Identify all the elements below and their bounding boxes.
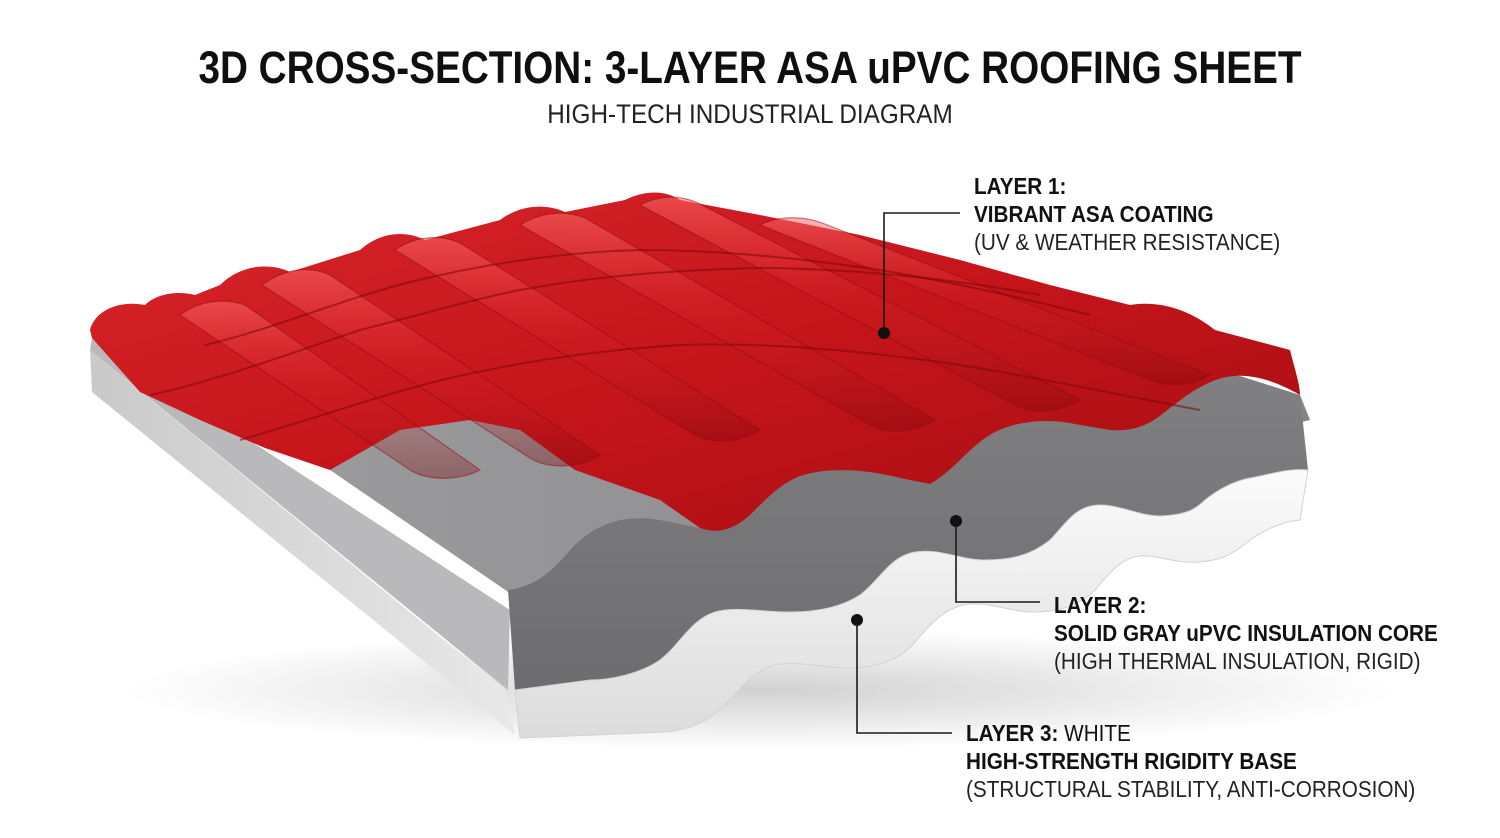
layer-1-label: LAYER 1: VIBRANT ASA COATING (UV & WEATH… xyxy=(974,172,1280,256)
base-left-edge xyxy=(90,350,515,735)
layer-3-label: LAYER 3: WHITE HIGH-STRENGTH RIGIDITY BA… xyxy=(966,719,1415,803)
layer-2-name: SOLID GRAY uPVC INSULATION CORE xyxy=(1054,620,1438,646)
layer-1-heading: LAYER 1: xyxy=(974,173,1067,199)
leader-line-layer-2 xyxy=(955,521,1040,603)
layer-1-detail: (UV & WEATHER RESISTANCE) xyxy=(974,229,1281,255)
layer-2-heading: LAYER 2: xyxy=(1054,592,1147,618)
asa-coating-surface xyxy=(90,192,1300,531)
layer-2-detail: (HIGH THERMAL INSULATION, RIGID) xyxy=(1054,648,1421,674)
layer-1-name: VIBRANT ASA COATING xyxy=(974,201,1214,227)
leader-lines xyxy=(856,212,1040,734)
diagram-title: 3D CROSS-SECTION: 3-LAYER ASA uPVC ROOFI… xyxy=(198,42,1302,93)
core-left-edge xyxy=(90,338,510,690)
marker-dot-layer-2 xyxy=(950,515,962,527)
core-front-face xyxy=(508,373,1308,690)
layer-3-name: HIGH-STRENGTH RIGIDITY BASE xyxy=(966,748,1297,774)
leader-line-layer-1 xyxy=(883,212,960,333)
layer-3-heading-line: LAYER 3: WHITE xyxy=(966,719,1415,747)
marker-dot-layer-1 xyxy=(878,327,890,339)
layer-3-detail: (STRUCTURAL STABILITY, ANTI-CORROSION) xyxy=(966,776,1416,802)
layer-3-heading-suffix: WHITE xyxy=(1058,720,1131,746)
layer-3-heading: LAYER 3: xyxy=(966,720,1059,746)
layer-2-label: LAYER 2: SOLID GRAY uPVC INSULATION CORE… xyxy=(1054,591,1438,675)
marker-dot-layer-3 xyxy=(851,614,863,626)
leader-line-layer-3 xyxy=(856,620,952,734)
diagram-subtitle: HIGH-TECH INDUSTRIAL DIAGRAM xyxy=(547,99,953,129)
tile-course-lines xyxy=(149,248,1201,441)
base-front-face xyxy=(514,469,1309,739)
tile-ridges xyxy=(178,196,1212,479)
